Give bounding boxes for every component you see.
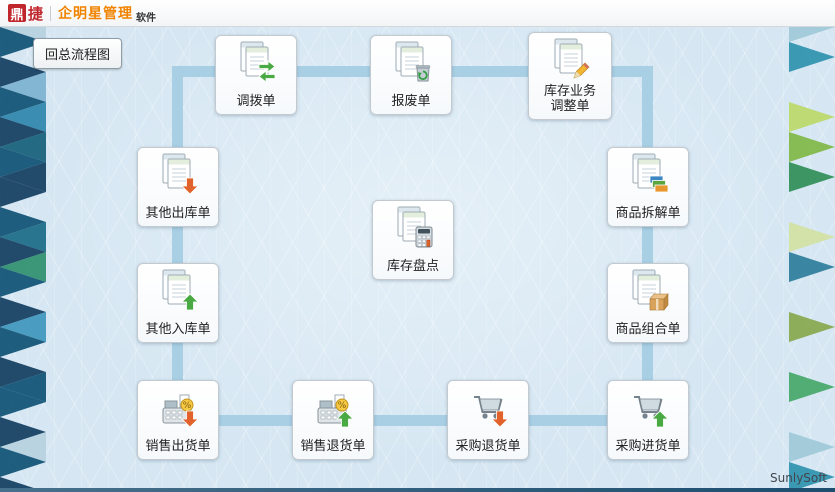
purchase-inbound-icon [626, 385, 670, 429]
flow-node-label: 商品拆解单 [615, 206, 681, 222]
flow-node-sales-shipment-order[interactable]: 销售出货单 [137, 380, 219, 460]
other-inbound-icon [156, 268, 200, 312]
transfer-order-icon [234, 40, 278, 84]
flow-node-stock-count[interactable]: 库存盘点 [372, 200, 454, 280]
flow-node-sales-return-order[interactable]: 销售退货单 [292, 380, 374, 460]
flow-node-label: 库存业务 调整单 [543, 84, 596, 115]
flow-node-label: 采购进货单 [615, 439, 681, 455]
flow-node-purchase-inbound-order[interactable]: 采购进货单 [607, 380, 689, 460]
brand-logo-text: 捷 [28, 4, 44, 23]
flow-node-label: 报废单 [391, 94, 431, 110]
vendor-brand: SunlySoft [770, 471, 827, 485]
flow-node-scrap-order[interactable]: 报废单 [370, 35, 452, 115]
purchase-return-icon [466, 385, 510, 429]
sales-return-icon [311, 385, 355, 429]
other-outbound-icon [156, 152, 200, 196]
connector-left [172, 66, 183, 426]
divider [50, 5, 52, 21]
flow-node-label: 库存盘点 [386, 259, 439, 275]
connector-right [642, 66, 653, 426]
flow-node-product-disassembly-order[interactable]: 商品拆解单 [607, 147, 689, 227]
flow-node-purchase-return-order[interactable]: 采购退货单 [447, 380, 529, 460]
triangle-mosaic-left [0, 27, 46, 492]
product-combination-icon [626, 268, 670, 312]
flow-node-other-outbound-order[interactable]: 其他出库单 [137, 147, 219, 227]
bottom-edge-strip [0, 488, 835, 492]
stock-count-icon [391, 205, 435, 249]
scrap-order-icon [389, 40, 433, 84]
flow-node-label: 销售退货单 [300, 439, 366, 455]
flow-node-other-inbound-order[interactable]: 其他入库单 [137, 263, 219, 343]
flow-node-label: 其他入库单 [145, 322, 211, 338]
product-name: 企明星管理 [58, 6, 134, 22]
triangle-mosaic-right [789, 27, 835, 492]
flow-node-transfer-order[interactable]: 调拨单 [215, 35, 297, 115]
app-header: 鼎 捷 企明星管理 软件 [0, 0, 835, 27]
flow-node-label: 销售出货单 [145, 439, 211, 455]
connector-bottom [172, 415, 653, 426]
sales-shipment-icon [156, 385, 200, 429]
flow-node-label: 其他出库单 [145, 206, 211, 222]
flow-node-label: 商品组合单 [615, 322, 681, 338]
brand-logo-icon: 鼎 [8, 4, 26, 23]
flow-node-label: 调拨单 [236, 94, 276, 110]
product-suffix: 软件 [136, 12, 157, 24]
inventory-adjustment-icon [548, 37, 592, 81]
back-to-overview-button[interactable]: 回总流程图 [33, 38, 123, 69]
flow-node-inventory-adjustment-order[interactable]: 库存业务 调整单 [528, 32, 612, 120]
product-disassembly-icon [626, 152, 670, 196]
flow-node-label: 采购退货单 [455, 439, 521, 455]
flow-node-product-combination-order[interactable]: 商品组合单 [607, 263, 689, 343]
